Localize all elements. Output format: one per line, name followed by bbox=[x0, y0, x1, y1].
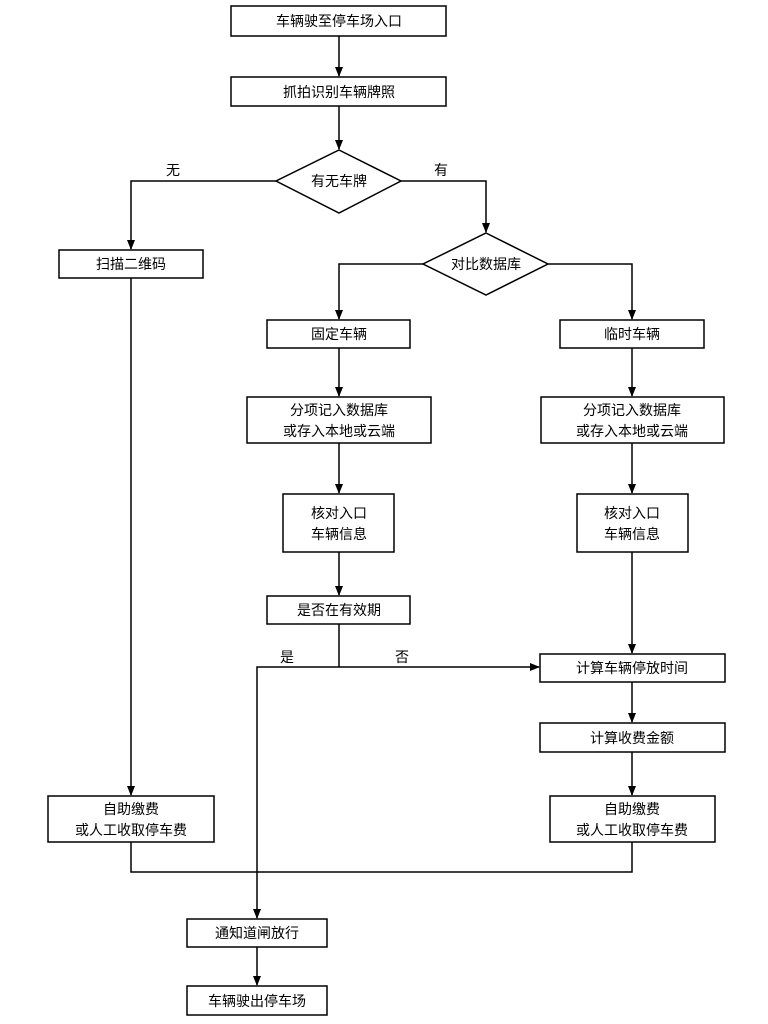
node-enter-label: 车辆驶至停车场入口 bbox=[276, 13, 402, 30]
node-check-temp-line2: 车辆信息 bbox=[604, 526, 660, 543]
node-compare-db-label: 对比数据库 bbox=[451, 257, 521, 273]
node-record-fixed-line2: 或存入本地或云端 bbox=[283, 424, 395, 440]
node-calc-time-label: 计算车辆停放时间 bbox=[576, 660, 688, 677]
node-record-fixed-line1: 分项记入数据库 bbox=[290, 403, 388, 419]
node-has-plate: 有无车牌 bbox=[274, 149, 403, 214]
node-check-temp-line1: 核对入口 bbox=[604, 506, 660, 522]
label-has-plate: 有 bbox=[434, 163, 448, 179]
node-exit-label: 车辆驶出停车场 bbox=[208, 993, 306, 1010]
node-capture-label: 抓拍识别车辆牌照 bbox=[283, 84, 395, 101]
node-pay-left: 自助缴费 或人工收取停车费 bbox=[47, 795, 215, 843]
edge-db-fixed bbox=[335, 263, 423, 320]
node-valid-period: 是否在有效期 bbox=[266, 595, 411, 625]
edge-db-temp bbox=[548, 263, 636, 320]
node-gate-open-label: 通知道闸放行 bbox=[215, 925, 299, 942]
node-calc-fee-label: 计算收费金额 bbox=[590, 731, 674, 747]
node-temp-label: 临时车辆 bbox=[604, 326, 660, 343]
node-check-fixed-line1: 核对入口 bbox=[311, 506, 367, 522]
edge-has-plate bbox=[401, 180, 490, 233]
node-calc-fee: 计算收费金额 bbox=[539, 722, 726, 753]
node-compare-db: 对比数据库 bbox=[421, 232, 550, 296]
edges bbox=[127, 36, 636, 986]
node-check-fixed-line2: 车辆信息 bbox=[311, 526, 367, 543]
label-yes: 是 bbox=[280, 650, 294, 666]
node-fixed: 固定车辆 bbox=[266, 319, 411, 349]
node-record-fixed: 分项记入数据库 或存入本地或云端 bbox=[246, 396, 432, 444]
node-calc-time: 计算车辆停放时间 bbox=[539, 653, 726, 683]
node-record-temp: 分项记入数据库 或存入本地或云端 bbox=[540, 396, 725, 444]
node-record-temp-line2: 或存入本地或云端 bbox=[576, 424, 688, 440]
node-exit: 车辆驶出停车场 bbox=[186, 985, 328, 1016]
edge-labels: 无 有 是 否 bbox=[166, 163, 448, 666]
node-scan-qr: 扫描二维码 bbox=[58, 249, 204, 279]
node-pay-right-line1: 自助缴费 bbox=[604, 802, 660, 818]
edge-valid-yes bbox=[253, 666, 339, 919]
node-check-fixed: 核对入口 车辆信息 bbox=[282, 493, 395, 553]
node-record-temp-line1: 分项记入数据库 bbox=[583, 403, 681, 419]
node-fixed-label: 固定车辆 bbox=[311, 326, 367, 343]
node-gate-open: 通知道闸放行 bbox=[186, 918, 328, 948]
label-no-plate: 无 bbox=[166, 163, 180, 179]
node-scan-qr-label: 扫描二维码 bbox=[96, 257, 166, 273]
node-pay-right: 自助缴费 或人工收取停车费 bbox=[549, 795, 716, 843]
node-valid-period-label: 是否在有效期 bbox=[297, 603, 381, 619]
node-has-plate-label: 有无车牌 bbox=[311, 173, 367, 190]
node-capture: 抓拍识别车辆牌照 bbox=[230, 76, 447, 107]
node-enter: 车辆驶至停车场入口 bbox=[230, 5, 447, 37]
node-pay-left-line2: 或人工收取停车费 bbox=[75, 822, 187, 839]
label-no: 否 bbox=[395, 650, 409, 666]
node-pay-left-line1: 自助缴费 bbox=[103, 802, 159, 818]
edge-no-plate bbox=[127, 180, 276, 250]
node-pay-right-line2: 或人工收取停车费 bbox=[576, 822, 688, 839]
node-check-temp: 核对入口 车辆信息 bbox=[576, 493, 689, 553]
node-temp: 临时车辆 bbox=[559, 319, 705, 349]
edge-pay-merge bbox=[130, 842, 633, 873]
